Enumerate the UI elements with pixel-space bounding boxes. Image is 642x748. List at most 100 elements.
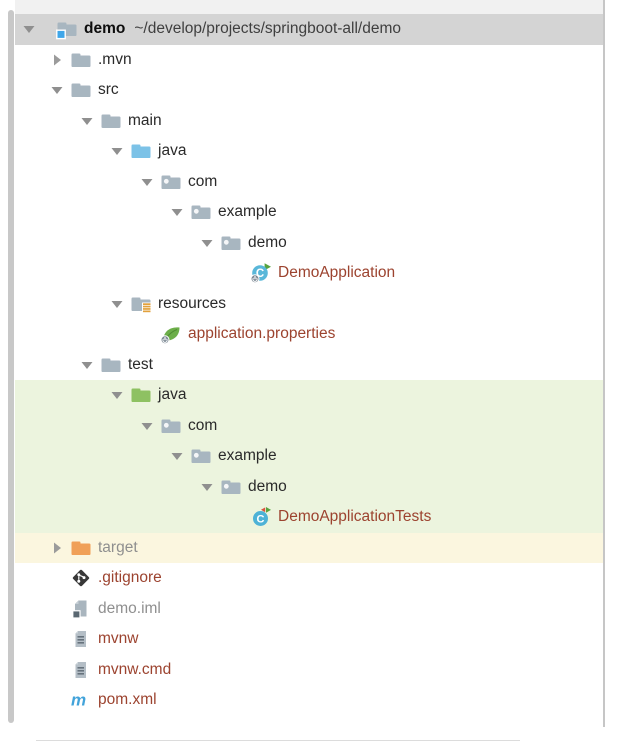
panel-top-strip: [15, 0, 604, 14]
text-file-icon: [70, 628, 92, 650]
tree-row-example[interactable]: example: [15, 197, 604, 228]
tree-item-label: DemoApplication: [278, 264, 396, 282]
tree-item-label: demo: [84, 20, 126, 38]
java-source-folder-icon: [130, 140, 152, 162]
chevron-down-icon[interactable]: [103, 384, 130, 406]
tree-row-demo[interactable]: demo ~/develop/projects/springboot-all/de…: [15, 14, 604, 45]
excluded-folder-icon: [70, 537, 92, 559]
chevron-down-icon[interactable]: [73, 354, 100, 376]
chevron-spacer: [43, 689, 70, 711]
tree-row-src[interactable]: src: [15, 75, 604, 106]
tree-item-label: com: [188, 416, 218, 434]
chevron-spacer: [223, 506, 250, 528]
tree-item-label: .gitignore: [98, 569, 162, 587]
test-source-folder-icon: [130, 384, 152, 406]
tree-item-label: mvnw.cmd: [98, 660, 172, 678]
spring-properties-icon: [160, 323, 182, 345]
iml-file-icon: [70, 598, 92, 620]
chevron-down-icon[interactable]: [73, 110, 100, 132]
chevron-spacer: [43, 567, 70, 589]
chevron-down-icon[interactable]: [193, 476, 220, 498]
chevron-down-icon[interactable]: [193, 232, 220, 254]
folder-icon: [70, 79, 92, 101]
chevron-down-icon[interactable]: [15, 18, 42, 40]
chevron-down-icon[interactable]: [103, 293, 130, 315]
chevron-down-icon[interactable]: [163, 201, 190, 223]
tree-item-label: application.properties: [188, 325, 336, 343]
svg-text:m: m: [71, 691, 86, 710]
folder-icon: [70, 49, 92, 71]
tree-row-.gitignore[interactable]: .gitignore: [15, 563, 604, 594]
chevron-spacer: [43, 659, 70, 681]
tree-row-com[interactable]: com: [15, 167, 604, 198]
tree-item-label: example: [218, 203, 277, 221]
package-icon: [160, 171, 182, 193]
tree-item-label: pom.xml: [98, 691, 157, 709]
git-file-icon: [70, 567, 92, 589]
tree-item-label: demo: [248, 233, 287, 251]
chevron-right-icon[interactable]: [43, 49, 70, 71]
tree-row-demo[interactable]: demo: [15, 228, 604, 259]
tree-row-demoapplicationtests[interactable]: C DemoApplicationTests: [15, 502, 604, 533]
tree-item-label: src: [98, 81, 119, 99]
tree-item-label: .mvn: [98, 50, 132, 68]
folder-icon: [100, 354, 122, 376]
tree-row-demo.iml[interactable]: demo.iml: [15, 594, 604, 625]
package-icon: [220, 476, 242, 498]
panel-right-border: [603, 0, 605, 727]
text-file-icon: [70, 659, 92, 681]
tree-row-java[interactable]: java: [15, 136, 604, 167]
resources-folder-icon: [130, 293, 152, 315]
tree-item-label: demo.iml: [98, 599, 161, 617]
vertical-scrollbar[interactable]: [8, 10, 14, 723]
tree-row-demo[interactable]: demo: [15, 471, 604, 502]
chevron-spacer: [133, 323, 160, 345]
tree-item-label: mvnw: [98, 630, 139, 648]
maven-file-icon: m: [70, 689, 92, 711]
svg-text:C: C: [257, 514, 265, 526]
chevron-down-icon[interactable]: [43, 79, 70, 101]
tree-item-label: example: [218, 447, 277, 465]
package-icon: [160, 415, 182, 437]
project-folder-icon: [56, 18, 78, 40]
chevron-spacer: [43, 628, 70, 650]
tree-item-label: target: [98, 538, 138, 556]
package-icon: [220, 232, 242, 254]
tree-row-java[interactable]: java: [15, 380, 604, 411]
tree-row-com[interactable]: com: [15, 410, 604, 441]
chevron-down-icon[interactable]: [133, 415, 160, 437]
tree-row-example[interactable]: example: [15, 441, 604, 472]
tree-row-main[interactable]: main: [15, 106, 604, 137]
spring-boot-class-icon: C: [250, 262, 272, 284]
tree-item-label: main: [128, 111, 162, 129]
tree-item-label: java: [158, 386, 187, 404]
tree-row-test[interactable]: test: [15, 350, 604, 381]
tree-row-mvnw.cmd[interactable]: mvnw.cmd: [15, 655, 604, 686]
tree-item-label: java: [158, 142, 187, 160]
tree-row-application.properties[interactable]: application.properties: [15, 319, 604, 350]
panel-bottom-divider: [36, 740, 520, 741]
chevron-down-icon[interactable]: [163, 445, 190, 467]
tree-row-target[interactable]: target: [15, 532, 604, 563]
tree-row-pom.xml[interactable]: m pom.xml: [15, 685, 604, 716]
package-icon: [190, 445, 212, 467]
package-icon: [190, 201, 212, 223]
chevron-spacer: [43, 598, 70, 620]
chevron-spacer: [223, 262, 250, 284]
chevron-down-icon[interactable]: [133, 171, 160, 193]
tree-row-demoapplication[interactable]: C DemoApplication: [15, 258, 604, 289]
svg-text:C: C: [256, 268, 264, 280]
project-root-path: ~/develop/projects/springboot-all/demo: [134, 20, 402, 38]
chevron-right-icon[interactable]: [43, 537, 70, 559]
tree-row-resources[interactable]: resources: [15, 289, 604, 320]
project-tree: demo ~/develop/projects/springboot-all/de…: [0, 14, 642, 716]
chevron-down-icon[interactable]: [103, 140, 130, 162]
tree-item-label: com: [188, 172, 218, 190]
tree-item-label: DemoApplicationTests: [278, 508, 432, 526]
tree-row-mvnw[interactable]: mvnw: [15, 624, 604, 655]
tree-item-label: demo: [248, 477, 287, 495]
tree-row-.mvn[interactable]: .mvn: [15, 45, 604, 76]
folder-icon: [100, 110, 122, 132]
tree-item-label: resources: [158, 294, 227, 312]
